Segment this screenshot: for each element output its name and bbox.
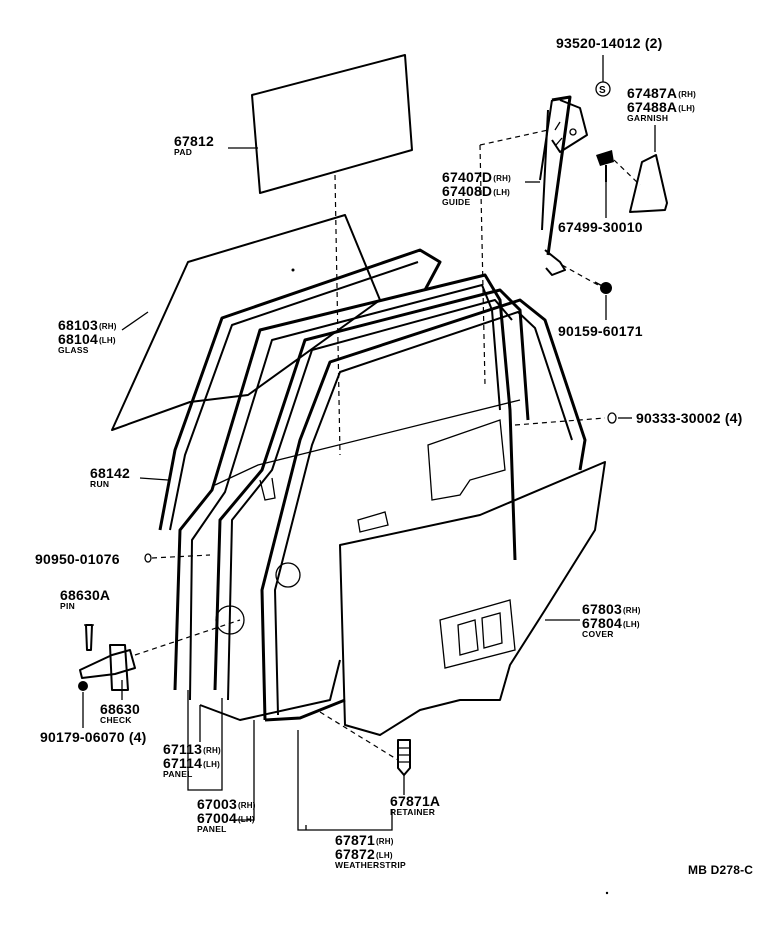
check-part (79, 644, 136, 691)
guide-lh-tag: (LH) (493, 188, 511, 197)
door-panel-inner (213, 288, 530, 701)
weatherstrip-part (260, 298, 587, 722)
panel-outer-name: PANEL (197, 824, 227, 834)
cover-name: COVER (582, 629, 614, 639)
glass-name: GLASS (58, 345, 89, 355)
label-panel-outer: 67003(RH) 67004(LH) PANEL (197, 797, 256, 834)
label-clip-67499: 67499-30010 (558, 219, 643, 235)
label-bolt-90950: 90950-01076 (35, 551, 120, 567)
label-pad: 67812 PAD (174, 134, 214, 157)
label-check: 68630 CHECK (100, 702, 140, 725)
guide-garnish (613, 159, 641, 186)
guide-top-link (479, 129, 549, 146)
screw-93520: S (595, 81, 611, 97)
guide-pad-glass (334, 174, 341, 456)
cover-lh-tag: (LH) (622, 620, 640, 629)
cover-rh-tag: (RH) (622, 606, 641, 615)
leader-90950 (151, 554, 211, 559)
bolt-90950 (144, 553, 152, 563)
guide-rh-tag: (RH) (493, 174, 511, 183)
guide-90159 (561, 264, 599, 286)
guide-part (539, 95, 572, 276)
leader-glass (121, 311, 149, 331)
check-number: 68630 (100, 701, 140, 717)
guide-rh-number: 67407D (442, 169, 493, 185)
panel-outer-rh-tag: (RH) (237, 801, 256, 810)
guide-run-link (479, 144, 486, 386)
panel-outer-lh-tag: (LH) (237, 815, 255, 824)
cover-rh-number: 67803 (582, 601, 622, 617)
label-guide: 67407D(RH) 67408D(LH) GUIDE (442, 170, 511, 207)
retainer-name: RETAINER (390, 807, 436, 817)
pad-number: 67812 (174, 133, 214, 149)
weatherstrip-rh-tag: (RH) (375, 837, 394, 846)
check-name: CHECK (100, 715, 132, 725)
pad-name: PAD (174, 147, 193, 157)
panel-outer-lh-number: 67004 (197, 810, 237, 826)
weatherstrip-lh-number: 67872 (335, 846, 375, 862)
label-glass: 68103(RH) 68104(LH) GLASS (58, 318, 117, 355)
panel-inner-lh-number: 67114 (163, 755, 203, 771)
guide-lh-number: 67408D (442, 183, 493, 199)
label-bolt-90179: 90179-06070 (4) (40, 729, 147, 745)
pin-name: PIN (60, 601, 76, 611)
panel-inner-name: PANEL (163, 769, 193, 779)
cover-part (339, 461, 606, 736)
bracket-weatherstrip (297, 730, 393, 831)
guide-name: GUIDE (442, 197, 471, 207)
panel-inner-rh-number: 67113 (163, 741, 203, 757)
clip-90333 (607, 412, 617, 424)
glass-lh-number: 68104 (58, 331, 98, 347)
guide-check (134, 619, 241, 656)
label-clip-90333: 90333-30002 (4) (636, 410, 743, 426)
leader-90333 (514, 417, 606, 426)
retainer-number: 67871A (390, 793, 441, 809)
weatherstrip-name: WEATHERSTRIP (335, 860, 406, 870)
label-pin: 68630A PIN (60, 588, 110, 611)
pin-part (84, 624, 94, 651)
label-weatherstrip: 67871(RH) 67872(LH) WEATHERSTRIP (335, 833, 406, 870)
svg-text:S: S (599, 85, 606, 96)
weatherstrip-lh-tag: (LH) (375, 851, 393, 860)
guide-bracket (551, 99, 588, 153)
label-retainer: 67871A RETAINER (390, 794, 440, 817)
garnish-lh-number: 67488A (627, 99, 678, 115)
panel-outer-rh-number: 67003 (197, 796, 237, 812)
garnish-rh-tag: (RH) (678, 90, 696, 99)
weatherstrip-rh-number: 67871 (335, 832, 375, 848)
cover-lh-number: 67804 (582, 615, 622, 631)
glass-rh-tag: (RH) (98, 322, 117, 331)
guide-retainer (319, 711, 399, 761)
run-part (158, 248, 442, 531)
label-run: 68142 RUN (90, 466, 130, 489)
retainer-part (397, 739, 411, 776)
pad-part (251, 54, 413, 194)
bolt-90159 (594, 281, 612, 294)
panel-inner-rh-tag: (RH) (203, 746, 221, 755)
bracket-panel-outer (199, 705, 255, 821)
label-screw-93520: 93520-14012 (2) (556, 35, 663, 51)
glass-lh-tag: (LH) (98, 336, 116, 345)
garnish-rh-number: 67487A (627, 85, 678, 101)
leader-run (139, 477, 169, 481)
run-name: RUN (90, 479, 110, 489)
label-bolt-90159: 90159-60171 (558, 323, 643, 339)
bracket-panel-inner (187, 690, 223, 791)
pin-number: 68630A (60, 587, 111, 603)
glass-rh-number: 68103 (58, 317, 98, 333)
label-panel-inner: 67113(RH) 67114(LH) PANEL (163, 742, 221, 779)
garnish-lh-tag: (LH) (678, 104, 696, 113)
bolt-90179 (78, 681, 88, 691)
label-garnish: 67487A(RH) 67488A(LH) GARNISH (627, 86, 696, 123)
figure-code: MB D278-C (688, 863, 754, 877)
label-cover: 67803(RH) 67804(LH) COVER (582, 602, 641, 639)
clip-67499 (596, 150, 614, 182)
garnish-part (629, 154, 668, 213)
panel-inner-lh-tag: (LH) (203, 760, 220, 769)
run-number: 68142 (90, 465, 130, 481)
garnish-name: GARNISH (627, 113, 669, 123)
